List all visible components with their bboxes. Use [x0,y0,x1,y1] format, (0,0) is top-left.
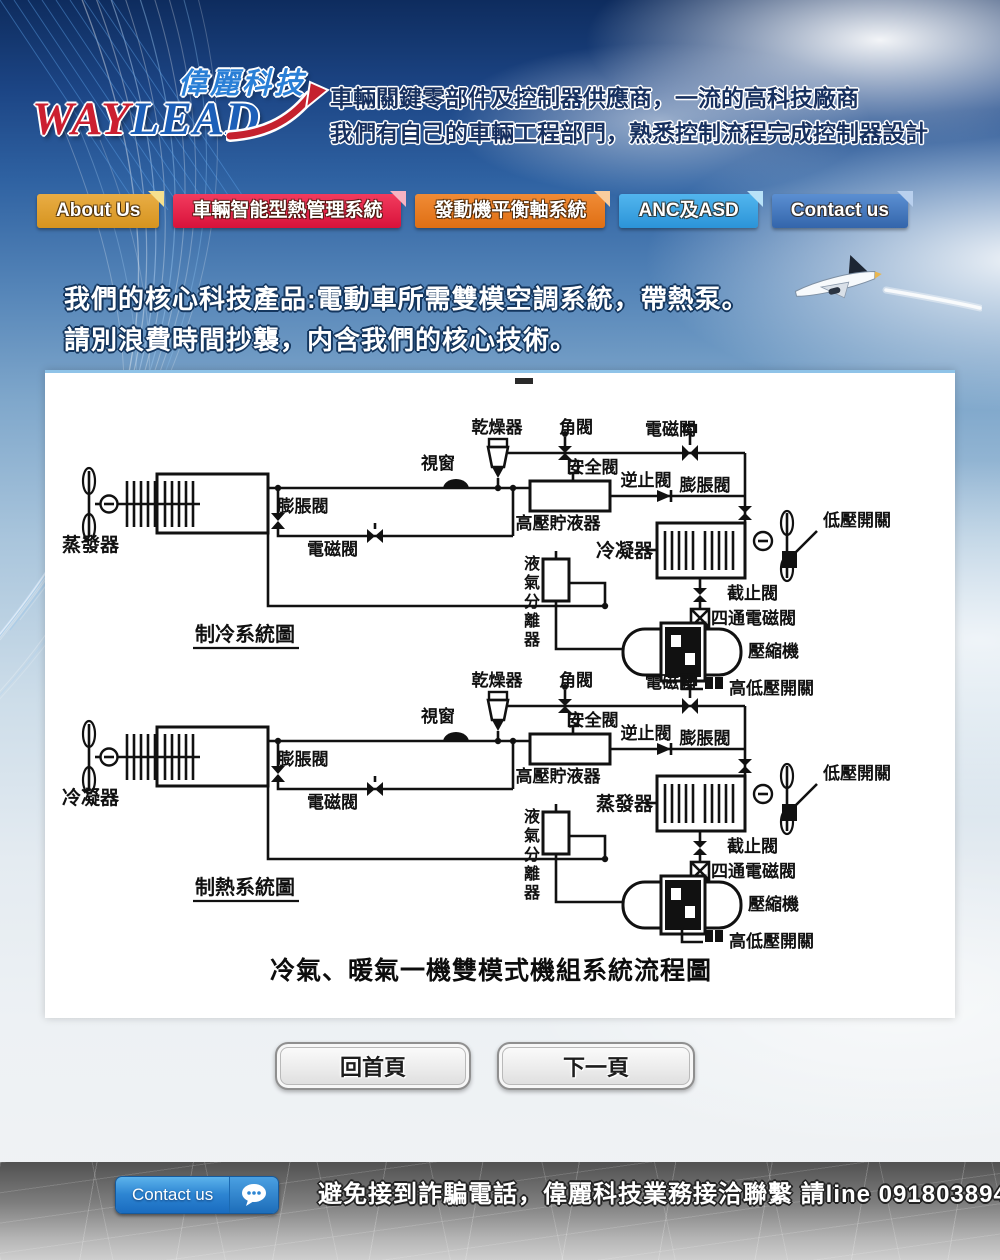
nav-item-label: 發動機平衡軸系統 [434,200,587,221]
next-page-button[interactable]: 下一頁 [497,1042,695,1090]
diagram-label: 高壓貯液器 [516,513,602,533]
tagline-line2: 我們有自己的車輛工程部門，熟悉控制流程完成控制器設計 [330,120,928,146]
diagram-label: 安全閥 [568,457,619,477]
diagram-label: 制冷系統圖 [195,622,295,646]
diagram-label: 液 [524,554,541,573]
diagram-label: 高低壓開關 [729,678,814,698]
logo-way-text: WAY [32,93,131,145]
diagram-label: 低壓開關 [822,510,891,530]
intro-line1: 我們的核心科技產品:電動車所需雙模空調系統，帶熱泵。 [64,284,749,314]
diagram-label: 冷凝器 [596,539,654,562]
diagram-label: 安全閥 [568,710,619,730]
nav-fold-decoration [390,191,407,207]
header: 偉麗科技 WAYLEAD 車輛關鍵零部件及控制器供應商，一流的高科技廠商 我們有… [0,52,1000,182]
nav-item-4[interactable]: Contact us [771,191,913,228]
diagram-label: 壓縮機 [748,894,799,914]
nav-item-3[interactable]: ANC及ASD [619,191,763,228]
diagram-label: 離 [524,864,540,883]
nav-item-label: About Us [56,200,141,221]
diagram-label: 膨脹閥 [278,496,329,516]
diagram-label: 逆止閥 [621,723,672,743]
logo: 偉麗科技 WAYLEAD [30,52,330,162]
nav-fold-decoration [148,191,165,207]
diagram-label: 高低壓開關 [729,931,814,951]
diagram-label: 視窗 [420,453,455,473]
nav-item-2[interactable]: 發動機平衡軸系統 [415,191,611,228]
speech-bubble-icon [229,1177,279,1213]
diagram-label: 器 [523,631,541,649]
diagram-caption: 冷氣、暖氣一機雙模式機組系統流程圖 [270,957,713,985]
diagram-tiny-header-mark [515,378,533,384]
diagram-label: 電磁閥 [307,792,358,812]
logo-arrow-icon [226,80,330,142]
diagram-label: 視窗 [420,706,455,726]
nav-item-label: ANC及ASD [638,200,739,221]
diagram-label: 電磁閥 [645,672,696,692]
footer-notice: 避免接到詐騙電話，偉麗科技業務接洽聯繫 請line 0918038941 [318,1181,1000,1208]
tagline: 車輛關鍵零部件及控制器供應商，一流的高科技廠商 我們有自己的車輛工程部門，熟悉控… [330,81,928,151]
diagram-label: 電磁閥 [645,419,696,439]
diagram-label: 截止閥 [727,583,778,603]
diagram-label: 器 [523,884,541,902]
diagram-label: 角閥 [559,417,593,437]
diagram-panel: 乾燥器角閥電磁閥視窗安全閥逆止閥膨脹閥高壓貯液器低壓開關膨脹閥蒸發器電磁閥冷凝器… [45,370,955,1018]
diagram-label: 角閥 [559,670,593,690]
diagram-label: 蒸發器 [596,792,654,815]
nav-item-label: 車輛智能型熱管理系統 [192,200,383,221]
diagram-label: 冷凝器 [62,786,120,809]
diagram-label: 液 [524,807,541,826]
nav-fold-decoration [896,191,913,207]
nav-item-1[interactable]: 車輛智能型熱管理系統 [173,191,407,228]
intro-line2: 請別浪費時間抄襲，内含我們的核心技術。 [64,325,578,355]
diagram-label: 乾燥器 [472,417,524,437]
logo-wordmark: WAYLEAD [32,92,260,146]
diagram-label: 分 [524,846,540,864]
diagram-label: 分 [524,593,540,611]
diagram-label: 四通電磁閥 [711,861,796,881]
diagram-label: 乾燥器 [472,670,524,690]
nav-item-label: Contact us [790,200,889,221]
nav-item-0[interactable]: About Us [37,191,165,228]
main-navigation: About Us 車輛智能型熱管理系統 發動機平衡軸系統 ANC及ASD Contact… [37,191,977,228]
diagram-label: 截止閥 [727,836,778,856]
diagram-label: 逆止閥 [621,470,672,490]
nav-fold-decoration [594,191,611,207]
diagram-label: 電磁閥 [307,539,358,559]
diagram-label: 膨脹閥 [680,728,731,748]
diagram-label: 膨脹閥 [680,475,731,495]
circuit-0: 乾燥器角閥電磁閥視窗安全閥逆止閥膨脹閥高壓貯液器低壓開關膨脹閥蒸發器電磁閥冷凝器… [62,417,891,698]
airplane-image [794,255,982,312]
diagram-label: 四通電磁閥 [711,608,796,628]
diagram-label: 低壓開關 [822,763,891,783]
nav-fold-decoration [746,191,763,207]
tagline-line1: 車輛關鍵零部件及控制器供應商，一流的高科技廠商 [330,85,859,111]
footer: Contact us 避免接到詐騙電話，偉麗科技業務接洽聯繫 請line 091… [0,1162,1000,1260]
diagram-label: 制熱系統圖 [195,875,295,899]
diagram-label: 膨脹閥 [278,749,329,769]
diagram-label: 氣 [524,573,540,592]
footer-contact-label: Contact us [116,1177,230,1213]
diagram-label: 壓縮機 [748,641,799,661]
intro-text: 我們的核心科技產品:電動車所需雙模空調系統，帶熱泵。 請別浪費時間抄襲，内含我們… [64,279,749,361]
diagram-label: 氣 [524,826,540,845]
home-button[interactable]: 回首頁 [275,1042,471,1090]
system-flow-diagram: 乾燥器角閥電磁閥視窗安全閥逆止閥膨脹閥高壓貯液器低壓開關膨脹閥蒸發器電磁閥冷凝器… [62,378,891,951]
circuit-1: 乾燥器角閥電磁閥視窗安全閥逆止閥膨脹閥高壓貯液器低壓開關膨脹閥冷凝器電磁閥蒸發器… [62,670,891,951]
diagram-label: 離 [524,611,540,630]
footer-contact-button[interactable]: Contact us [115,1176,280,1214]
logo-chinese-name: 偉麗科技 [178,68,307,100]
diagram-label: 高壓貯液器 [516,766,602,786]
diagram-label: 蒸發器 [62,533,120,556]
